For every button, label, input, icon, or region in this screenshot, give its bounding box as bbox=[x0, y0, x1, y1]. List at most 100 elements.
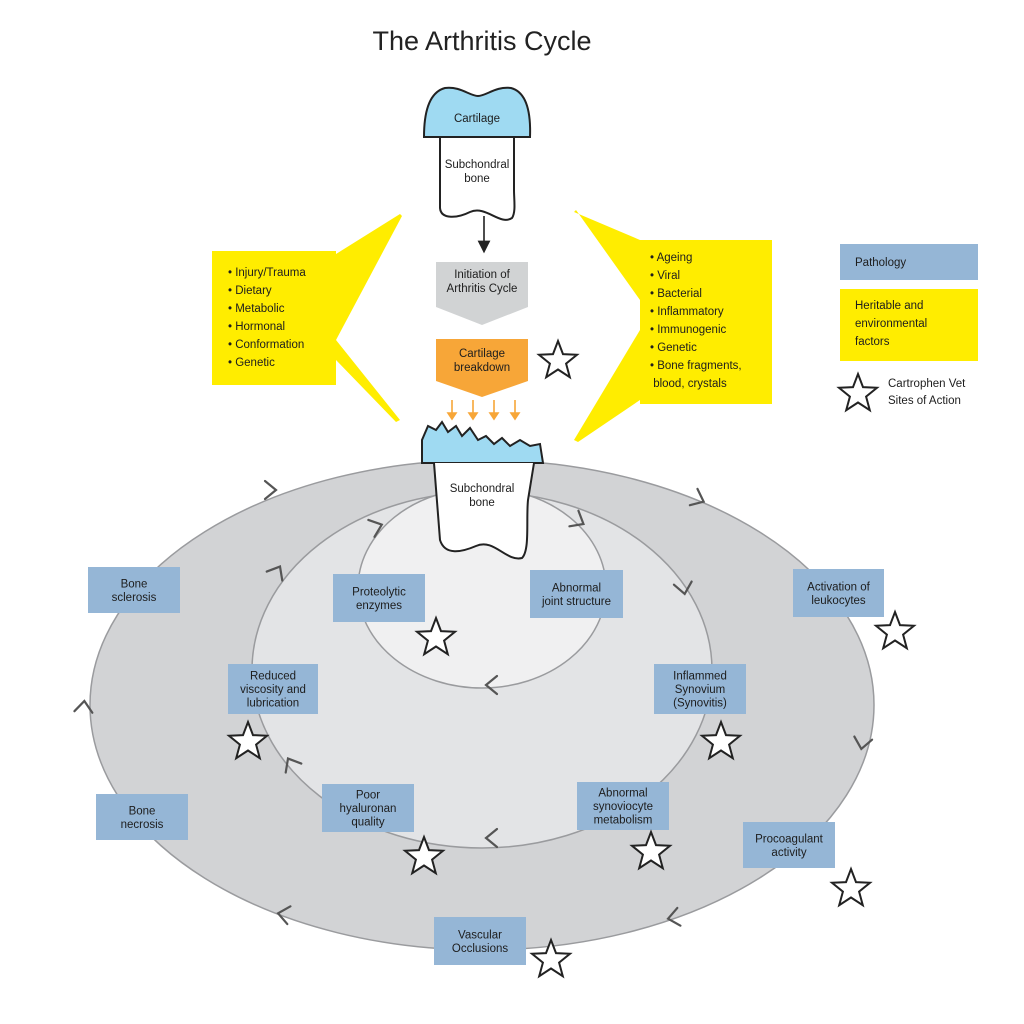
diagram-title: The Arthritis Cycle bbox=[372, 26, 591, 56]
text-line: • Ageing bbox=[650, 252, 692, 264]
text-line: joint structure bbox=[541, 596, 611, 608]
top-cartilage-shape bbox=[422, 86, 532, 138]
text-line: viscosity and bbox=[240, 684, 306, 696]
text-line: Subchondral bbox=[450, 483, 515, 495]
breakdown-label: Cartilage breakdown bbox=[454, 348, 510, 374]
text-line: metabolism bbox=[594, 815, 653, 827]
pathology-box-bg bbox=[96, 794, 188, 840]
text-line: breakdown bbox=[454, 362, 510, 374]
pathology-box-activation: Activation of leukocytes bbox=[793, 569, 884, 617]
text-line: • Dietary bbox=[228, 285, 272, 297]
text-line: Occlusions bbox=[452, 943, 508, 955]
cycle-chevron-icon bbox=[688, 487, 706, 507]
text-line: leukocytes bbox=[811, 595, 866, 607]
pathology-box-label: Activation of leukocytes bbox=[807, 581, 870, 607]
center-bone-shape bbox=[433, 462, 535, 560]
pathology-box-bg bbox=[322, 784, 414, 832]
text-line: Sites of Action bbox=[888, 395, 961, 407]
pathology-box-bg bbox=[434, 917, 526, 965]
text-line: Poor bbox=[356, 790, 380, 802]
text-line: • Conformation bbox=[228, 339, 304, 351]
breakdown-box: Cartilage breakdown bbox=[436, 339, 528, 421]
top-bone-label: Subchondral bone bbox=[445, 159, 510, 185]
top-cartilage-label: Cartilage bbox=[454, 113, 500, 125]
text-line: Bone bbox=[121, 578, 148, 590]
cycle-chevron-icon bbox=[484, 674, 499, 696]
cycle-chevron-icon bbox=[367, 518, 384, 538]
pathology-box-bg bbox=[333, 574, 425, 622]
text-line: bone bbox=[464, 173, 490, 185]
text-line: (Synovitis) bbox=[673, 698, 727, 710]
star-activation bbox=[873, 609, 917, 651]
site-of-action-stars bbox=[226, 338, 917, 979]
pathology-box-bg bbox=[793, 569, 884, 617]
text-line: Procoagulant bbox=[755, 833, 824, 845]
pathology-box-proteolytic: Proteolytic enzymes bbox=[333, 574, 425, 622]
legend-pathology-label: Pathology bbox=[855, 257, 906, 269]
text-line: • Metabolic bbox=[228, 303, 285, 315]
pathology-box-bg bbox=[577, 782, 669, 830]
star-reduced-viscosity bbox=[226, 719, 270, 761]
text-line: hyaluronan bbox=[340, 803, 397, 815]
star-procoagulant bbox=[829, 866, 873, 908]
text-line: Subchondral bbox=[445, 159, 510, 171]
text-line: Cartilage bbox=[459, 348, 505, 360]
text-line: lubrication bbox=[247, 698, 299, 710]
cycle-chevron-icon bbox=[853, 735, 874, 751]
star-abnormal-synoviocyte bbox=[629, 829, 673, 871]
left-factors-list: • Injury/Trauma• Dietary• Metabolic• Hor… bbox=[228, 267, 306, 369]
text-line: • Injury/Trauma bbox=[228, 267, 306, 279]
cycle-chevron-icon bbox=[672, 580, 693, 596]
text-line: Proteolytic bbox=[352, 586, 406, 598]
text-line: environmental bbox=[855, 318, 927, 330]
pathology-box-label: Proteolytic enzymes bbox=[352, 586, 406, 612]
legend-pathology-swatch bbox=[840, 244, 978, 280]
damaged-cartilage-shape bbox=[421, 420, 545, 464]
text-line: Reduced bbox=[250, 671, 296, 683]
pathology-box-label: Procoagulant activity bbox=[755, 833, 824, 859]
legend-heritable-swatch bbox=[840, 289, 978, 361]
cycle-chevron-icon bbox=[276, 905, 292, 926]
pathology-box-bg bbox=[228, 664, 318, 714]
top-joint: Cartilage Subchondral bone bbox=[422, 86, 532, 254]
text-line: enzymes bbox=[356, 600, 402, 612]
text-line: Synovium bbox=[675, 684, 726, 696]
text-line: Vascular bbox=[458, 929, 502, 941]
cycle-chevron-icon bbox=[666, 906, 682, 927]
text-line: • Inflammatory bbox=[650, 306, 724, 318]
star-inflamed bbox=[699, 719, 743, 761]
star-vascular bbox=[529, 937, 573, 979]
text-line: bone bbox=[469, 497, 495, 509]
text-line: • Genetic bbox=[650, 342, 697, 354]
text-line: activity bbox=[771, 847, 806, 859]
text-line: Activation of bbox=[807, 581, 870, 593]
text-line: • Genetic bbox=[228, 357, 275, 369]
right-factors-list: • Ageing• Viral• Bacterial• Inflammatory… bbox=[650, 252, 742, 390]
legend-star-icon bbox=[836, 371, 880, 413]
cycle-chevron-icon bbox=[284, 757, 303, 774]
text-line: Abnormal bbox=[598, 788, 647, 800]
left-factors-box: • Injury/Trauma• Dietary• Metabolic• Hor… bbox=[212, 214, 402, 422]
text-line: synoviocyte bbox=[593, 801, 653, 813]
text-line: Inflammed bbox=[673, 671, 727, 683]
text-line: blood, crystals bbox=[650, 378, 727, 390]
text-line: • Bacterial bbox=[650, 288, 702, 300]
text-line: quality bbox=[351, 817, 384, 829]
